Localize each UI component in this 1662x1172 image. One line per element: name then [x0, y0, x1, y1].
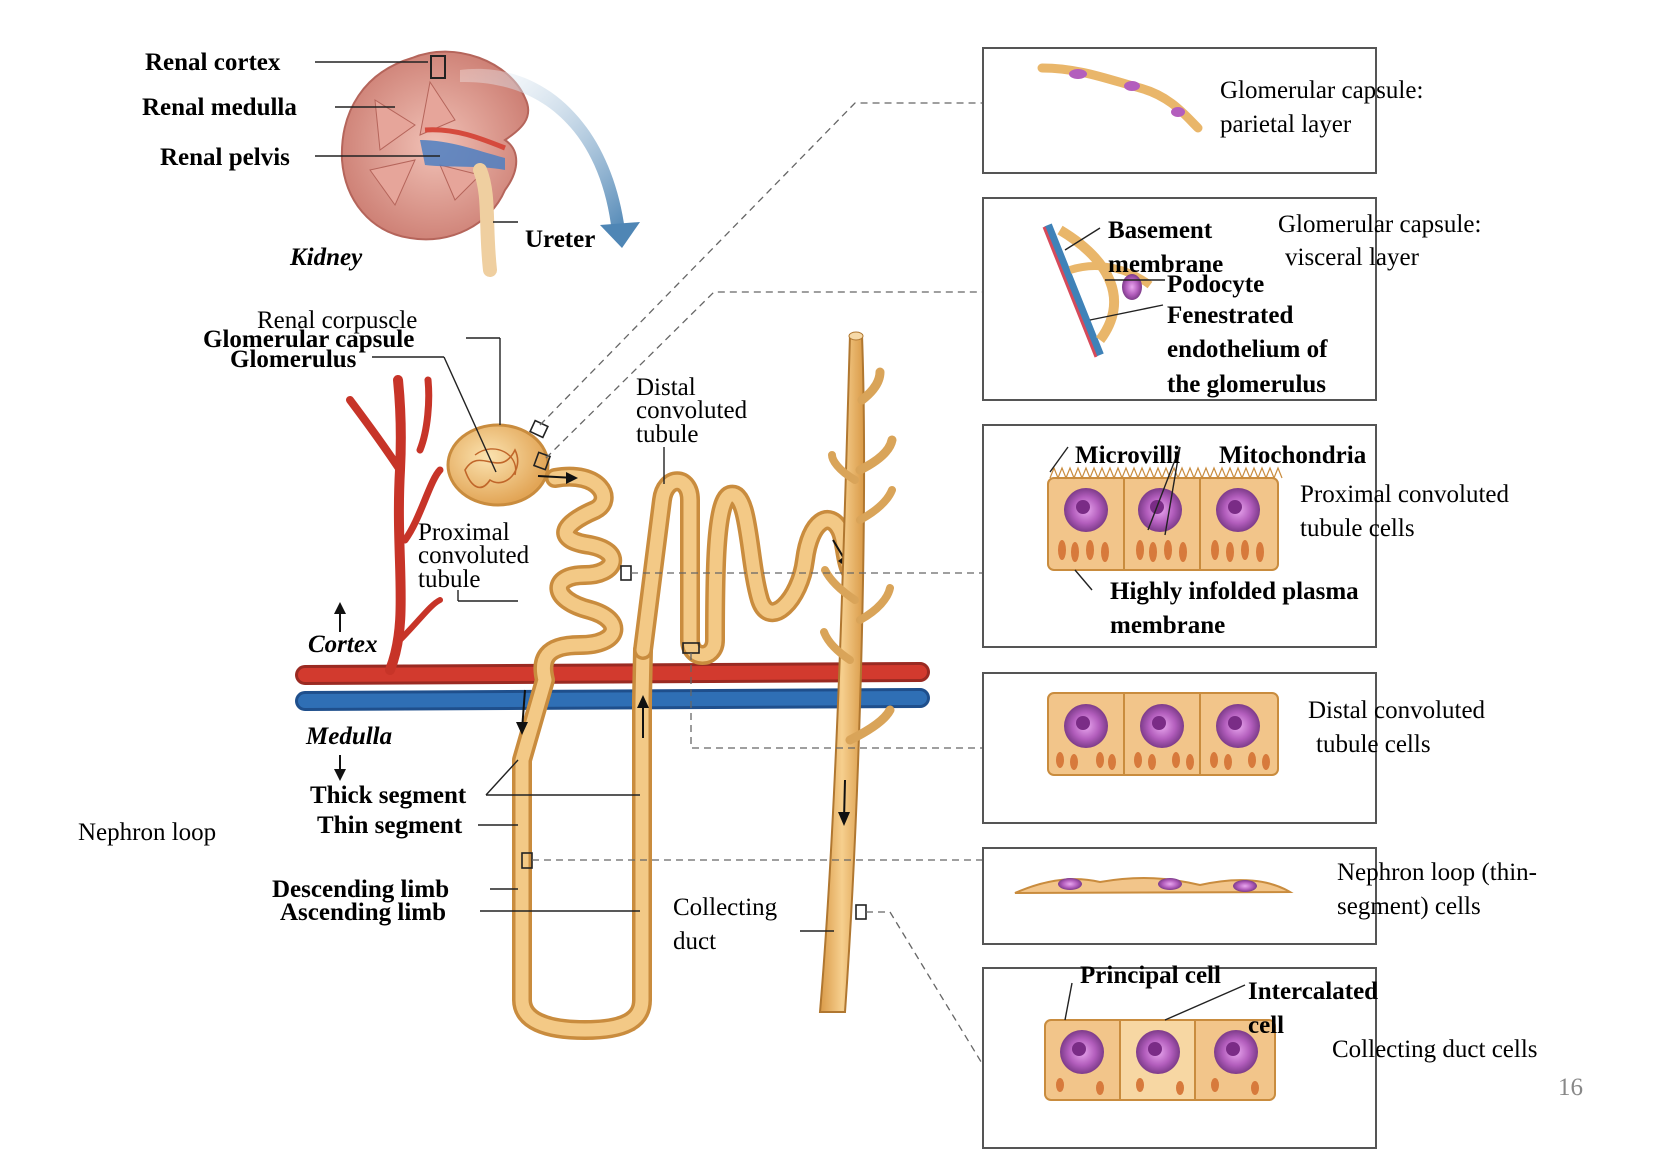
visceral-fen-3: the glomerulus [1167, 371, 1326, 398]
label-proximal-3: tubule [418, 566, 481, 593]
label-proximal-2: convoluted [418, 542, 530, 569]
label-cortex: Cortex [308, 631, 377, 658]
leader-glomerulus [443, 356, 497, 473]
label-glomerulus: Glomerulus [230, 346, 357, 373]
dashed-connectors [532, 102, 984, 1066]
proximal-infold-1: Highly infolded plasma [1110, 578, 1359, 605]
panel-parietal-layer: Glomerular capsule: parietal layer [982, 47, 1423, 174]
leader-basement [1064, 227, 1101, 251]
nephron-tubule [446, 419, 860, 1040]
label-renal-cortex: Renal cortex [145, 49, 281, 76]
leader-principal [1064, 982, 1073, 1021]
thin-label-2: segment) cells [1337, 893, 1481, 920]
proximal-label-2: tubule cells [1300, 515, 1415, 542]
label-glomerular-capsule: Glomerular capsule [203, 326, 414, 353]
visceral-fen-2: endothelium of [1167, 336, 1328, 363]
leader-fenestrated [1089, 304, 1164, 321]
label-collecting-1: Collecting [673, 894, 778, 921]
label-thick-segment: Thick segment [310, 782, 467, 809]
label-ascending-limb: Ascending limb [280, 899, 446, 926]
parietal-label-2: parietal layer [1220, 111, 1352, 138]
label-collecting-2: duct [673, 928, 716, 955]
visceral-podocyte: Podocyte [1167, 271, 1264, 298]
proximal-mitochondria: Mitochondria [1219, 442, 1367, 469]
leader-infold [1074, 569, 1093, 591]
label-proximal-1: Proximal [418, 519, 510, 546]
panel-collecting-duct-cells: Principal cell Intercalated cell Collect… [982, 962, 1538, 1149]
leader-intercalated [1164, 984, 1246, 1021]
collecting-principal: Principal cell [1080, 962, 1221, 989]
visceral-label-2: visceral layer [1285, 244, 1420, 271]
panel-distal-cells: Distal convoluted tubule cells [982, 672, 1486, 824]
leader-mito-1 [1164, 446, 1181, 536]
label-renal-medulla: Renal medulla [142, 94, 297, 121]
label-descending-limb: Descending limb [272, 876, 449, 903]
visceral-basement-2: membrane [1108, 251, 1223, 278]
visceral-fen-1: Fenestrated [1167, 302, 1293, 329]
visceral-label-1: Glomerular capsule: [1278, 211, 1481, 238]
label-kidney: Kidney [289, 244, 363, 271]
panel-visceral-layer: Basement membrane Podocyte Fenestrated e… [982, 197, 1481, 401]
panel-thin-segment-cells: Nephron loop (thin- segment) cells [982, 847, 1537, 945]
label-renal-corpuscle: Renal corpuscle [257, 307, 417, 334]
parietal-label-1: Glomerular capsule: [1220, 77, 1423, 104]
panel-proximal-cells: Microvilli Mitochondria Proximal convolu… [982, 424, 1509, 648]
proximal-label-1: Proximal convoluted [1300, 481, 1509, 508]
distal-label-1: Distal convoluted [1308, 697, 1486, 724]
label-distal-1: Distal [636, 374, 696, 401]
blood-vessels [295, 375, 930, 711]
proximal-microvilli: Microvilli [1075, 442, 1180, 469]
collecting-intercalated-1: Intercalated [1248, 978, 1378, 1005]
leader-mito-2 [1147, 446, 1181, 531]
label-distal-2: convoluted [636, 397, 748, 424]
label-renal-pelvis: Renal pelvis [160, 144, 290, 171]
visceral-basement-1: Basement [1108, 217, 1213, 244]
label-ureter: Ureter [525, 226, 595, 253]
label-nephron-loop: Nephron loop [78, 819, 216, 846]
collecting-label-1: Collecting duct cells [1332, 1036, 1538, 1063]
label-distal-3: tubule [636, 421, 699, 448]
thin-label-1: Nephron loop (thin- [1337, 859, 1537, 886]
label-medulla: Medulla [305, 723, 392, 750]
page-number: 16 [1558, 1074, 1583, 1101]
leader-microvilli [1049, 446, 1069, 473]
leader-thick-desc [485, 759, 519, 796]
kidney-illustration [340, 50, 640, 277]
collecting-intercalated-2: cell [1248, 1012, 1284, 1039]
label-thin-segment: Thin segment [317, 812, 463, 839]
distal-label-2: tubule cells [1316, 731, 1431, 758]
proximal-infold-2: membrane [1110, 612, 1225, 639]
